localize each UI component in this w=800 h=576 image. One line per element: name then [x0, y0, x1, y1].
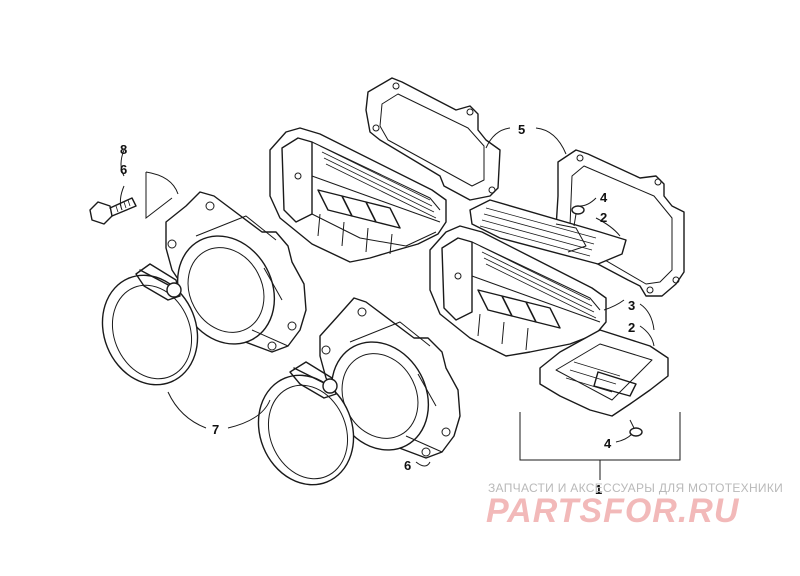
callout-4-lower: 4 [604, 436, 612, 451]
reed-cage-upper [269, 127, 447, 263]
screw-upper [571, 205, 585, 227]
callout-2-upper: 2 [600, 210, 607, 225]
callout-1: 1 [595, 482, 602, 497]
intake-boot-lower [319, 297, 461, 459]
callout-6-upper: 6 [120, 162, 127, 177]
reed-plate-upper [469, 199, 627, 265]
screw-lower [629, 419, 643, 437]
clamp-upper [101, 263, 199, 386]
callout-labels: 8 6 5 4 2 3 2 4 7 6 1 [120, 122, 635, 497]
reed-plate-lower [539, 329, 669, 417]
intake-boot-upper [165, 191, 307, 353]
watermark-brand: PARTSFOR.RU [486, 492, 740, 530]
watermark-subtitle: ЗАПЧАСТИ И АКСЕССУАРЫ ДЛЯ МОТОТЕХНИКИ [488, 481, 784, 495]
reed-cage-lower [429, 225, 607, 357]
clamp-lower [257, 361, 355, 486]
callout-5: 5 [518, 122, 525, 137]
leader-lines [119, 127, 681, 480]
callout-3: 3 [628, 298, 635, 313]
bolt [89, 197, 137, 225]
callout-4-upper: 4 [600, 190, 608, 205]
callout-2-lower: 2 [628, 320, 635, 335]
callout-8: 8 [120, 142, 127, 157]
callout-6-lower: 6 [404, 458, 411, 473]
gasket-upper [365, 77, 501, 201]
callout-7: 7 [212, 422, 219, 437]
gasket-lower [555, 149, 685, 297]
